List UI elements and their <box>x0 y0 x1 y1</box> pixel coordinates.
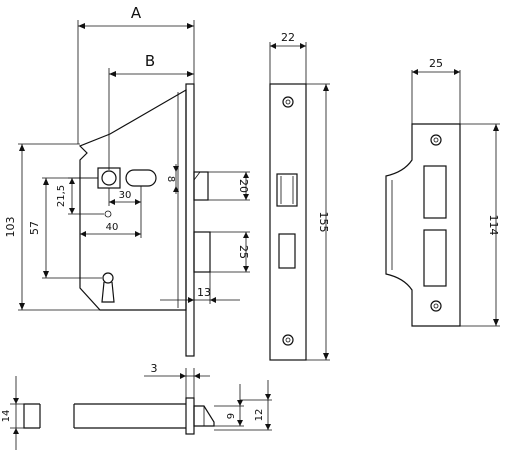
strike-latch-opening <box>423 165 447 219</box>
dimension-30: 30 <box>108 186 142 206</box>
centre-mark <box>104 210 112 218</box>
forend-screw-top <box>282 96 294 108</box>
keyhole-icon <box>101 272 115 303</box>
dimension-case-thickness: 14 <box>1 376 24 450</box>
follower-hub <box>101 170 117 186</box>
case-body-edge <box>23 403 40 429</box>
dimension-case-height: 103 <box>4 143 100 311</box>
dimension-case-height-value: 103 <box>4 217 17 238</box>
forend-latch-opening <box>276 173 298 207</box>
dimension-13-value: 13 <box>197 286 211 299</box>
dimension-a: A <box>77 4 195 144</box>
strike-screw-top <box>430 134 442 146</box>
dimension-8-value: 8 <box>165 176 176 182</box>
forend-plate-side <box>185 83 195 357</box>
dimension-forend-height: 155 <box>306 83 330 361</box>
strike-plate-view: 25 114 <box>385 57 500 327</box>
dimension-bolt-height: 25 <box>210 231 250 273</box>
dimension-forend-thickness: 3 <box>144 362 210 398</box>
dimension-30-value: 30 <box>119 190 132 201</box>
dimension-b-label: B <box>145 52 155 70</box>
dimension-strike-25-value: 25 <box>429 57 443 70</box>
forend-front-view: 22 155 <box>269 31 330 361</box>
dimension-12-value: 12 <box>254 409 265 422</box>
dimension-114-value: 114 <box>487 215 500 236</box>
dimension-25-bolt-value: 25 <box>237 245 250 259</box>
dimension-follower-offset: 21,5 <box>56 177 104 215</box>
dimension-3-value: 3 <box>151 362 158 375</box>
dimension-bolt-12: 12 <box>214 380 272 431</box>
dimension-20-value: 20 <box>237 179 250 193</box>
latch-slot <box>125 169 157 187</box>
dimension-155-value: 155 <box>317 212 330 233</box>
dead-bolt <box>193 231 211 273</box>
forend-edge <box>185 397 195 435</box>
strike-plate-outline <box>385 123 461 327</box>
dimension-strike-height: 114 <box>460 123 500 327</box>
dimension-14-value: 14 <box>1 410 12 423</box>
dimension-40: 40 <box>79 206 142 238</box>
dimension-22-value: 22 <box>281 31 295 44</box>
bottom-edge-view: 14 3 9 12 <box>1 362 272 450</box>
dimension-strike-width: 25 <box>411 57 461 124</box>
dimension-latch-height: 20 <box>208 171 250 201</box>
dimension-9-value: 9 <box>226 413 237 419</box>
dimension-21-5-value: 21,5 <box>56 185 67 207</box>
dimension-a-label: A <box>131 4 142 22</box>
lock-case-outline <box>78 88 187 311</box>
dimension-forend-width: 22 <box>269 31 307 84</box>
dimension-57-value: 57 <box>28 221 41 235</box>
lock-case-view: A B 103 57 21,5 30 <box>4 4 250 357</box>
dimension-bolt-throw: 13 <box>160 272 240 304</box>
dimension-40-value: 40 <box>106 222 119 233</box>
forend-plate <box>269 83 307 361</box>
dimension-b: B <box>108 52 194 170</box>
bolt-edge <box>193 405 215 427</box>
latch-bolt <box>193 171 209 201</box>
dimension-8: 8 <box>165 164 179 194</box>
dimension-bolt-9: 9 <box>214 384 244 427</box>
strike-bolt-opening <box>423 229 447 287</box>
strike-screw-bottom <box>430 300 442 312</box>
forend-screw-bottom <box>282 334 294 346</box>
latch-bevel <box>193 171 201 181</box>
forend-bolt-opening <box>278 233 296 269</box>
